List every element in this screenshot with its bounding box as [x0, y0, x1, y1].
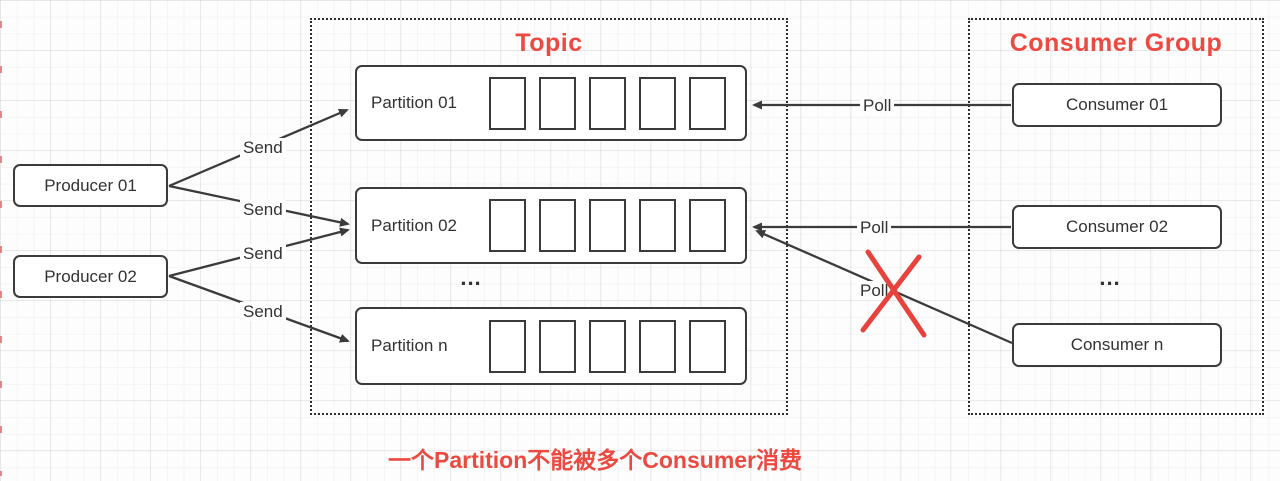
message-slot	[639, 319, 676, 373]
producer-02-label: Producer 02	[44, 266, 137, 286]
consumer-group: Consumer Group Consumer 01 Consumer 02 C…	[968, 18, 1264, 415]
send-label-3: Send	[240, 244, 286, 263]
partition-02-box: Partition 02	[355, 187, 747, 264]
send-label-1: Send	[240, 138, 286, 157]
producer-01-box: Producer 01	[13, 164, 168, 207]
message-slot	[639, 199, 676, 252]
message-slot	[689, 76, 726, 130]
poll-label-1: Poll	[860, 96, 895, 115]
producer-02-box: Producer 02	[13, 255, 168, 298]
message-slot	[589, 319, 626, 373]
message-slot	[689, 199, 726, 252]
message-slot	[539, 76, 576, 130]
partition-02-slots	[489, 189, 726, 262]
canvas-edge-marks	[0, 21, 2, 476]
consumer-02-box: Consumer 02	[1012, 205, 1222, 249]
partition-01-slots	[489, 67, 726, 139]
partition-n-box: Partition n	[355, 307, 747, 385]
poll-label-2: Poll	[857, 218, 892, 237]
diagram-caption: 一个Partition不能被多个Consumer消费	[387, 447, 803, 473]
topic-title: Topic	[515, 29, 583, 57]
topic-group: Topic Partition 01 Partition 02 Partitio…	[310, 18, 788, 415]
message-slot	[539, 319, 576, 373]
consumer-n-box: Consumer n	[1012, 323, 1222, 367]
partition-01-label: Partition 01	[371, 93, 457, 112]
message-slot	[589, 199, 626, 252]
message-slot	[589, 76, 626, 130]
partition-02-label: Partition 02	[371, 215, 457, 235]
consumer-group-ellipsis: ...	[1099, 265, 1121, 290]
message-slot	[489, 199, 526, 252]
consumer-n-label: Consumer n	[1070, 335, 1164, 354]
topic-ellipsis: ...	[460, 265, 482, 290]
partition-n-slots	[489, 309, 726, 383]
message-slot	[489, 76, 526, 130]
message-slot	[489, 319, 526, 373]
consumer-01-label: Consumer 01	[1065, 95, 1169, 114]
send-label-4: Send	[240, 302, 286, 321]
message-slot	[539, 199, 576, 252]
consumer-02-label: Consumer 02	[1065, 217, 1169, 236]
send-label-2: Send	[240, 200, 286, 219]
message-slot	[689, 319, 726, 373]
partition-01-box: Partition 01	[355, 65, 747, 141]
producer-01-label: Producer 01	[44, 175, 137, 195]
consumer-01-box: Consumer 01	[1012, 83, 1222, 127]
message-slot	[639, 76, 676, 130]
consumer-group-title: Consumer Group	[1009, 29, 1223, 57]
poll-label-3: Poll	[857, 281, 892, 300]
partition-n-label: Partition n	[371, 336, 448, 355]
